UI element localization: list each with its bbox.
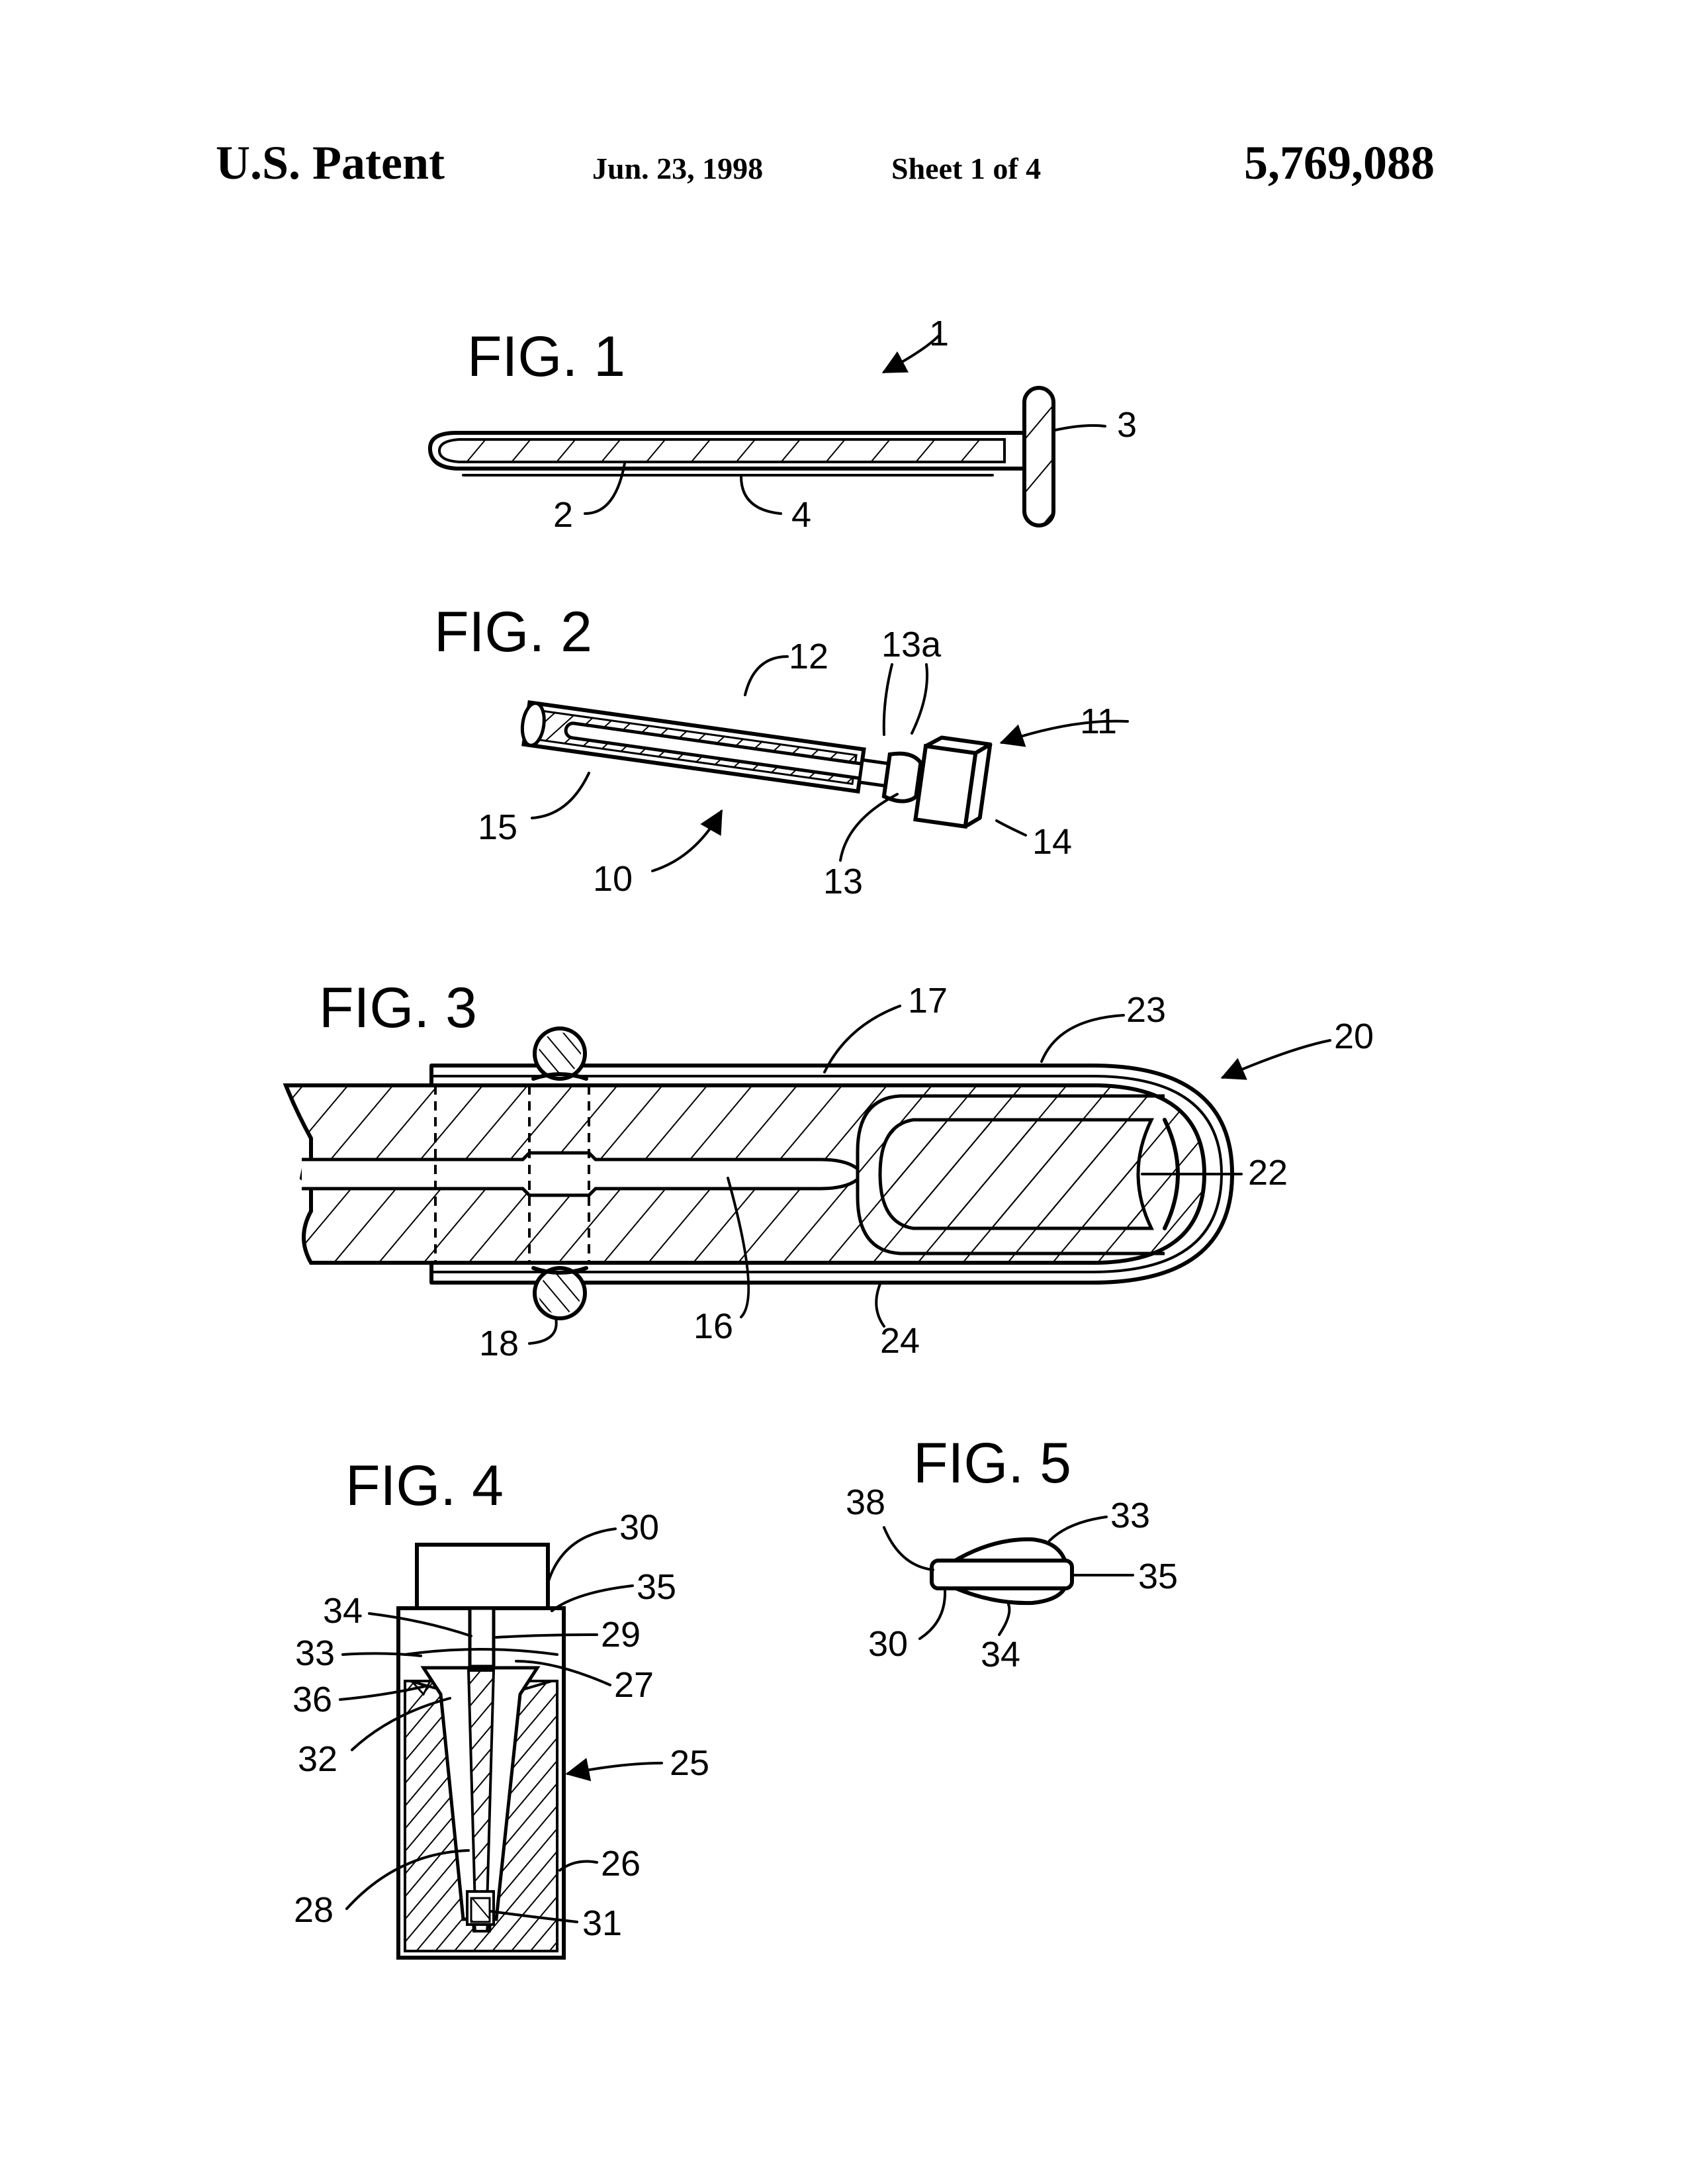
fig1-rod xyxy=(430,433,1024,475)
fig4-ref-34: 34 xyxy=(323,1591,363,1631)
fig3-o-ring-top xyxy=(533,1028,586,1079)
figure-2: FIG. 2 12 13a 11 14 13 15 xyxy=(434,600,1128,901)
fig4-ref-31: 31 xyxy=(582,1903,622,1943)
fig2-ref-12: 12 xyxy=(789,637,828,676)
fig3-central-bore xyxy=(302,1153,858,1195)
fig2-ref-15: 15 xyxy=(478,807,517,847)
figure-4: FIG. 4 30 35 xyxy=(292,1454,709,1958)
fig5-ref-35: 35 xyxy=(1138,1557,1178,1596)
fig4-ref-30: 30 xyxy=(619,1508,659,1547)
fig4-ref-29: 29 xyxy=(601,1615,641,1655)
fig3-ref-16: 16 xyxy=(693,1306,733,1346)
figure-5: FIG. 5 38 33 35 30 34 xyxy=(846,1432,1178,1674)
fig3-ref-22: 22 xyxy=(1248,1153,1288,1193)
fig4-ref-36: 36 xyxy=(292,1680,332,1719)
fig2-ref-14: 14 xyxy=(1032,822,1072,862)
fig3-ref-20: 20 xyxy=(1334,1017,1374,1056)
fig1-ref-2: 2 xyxy=(553,495,573,535)
fig2-body xyxy=(517,680,990,829)
fig2-ref-11: 11 xyxy=(1080,702,1117,741)
fig5-ref-34: 34 xyxy=(981,1635,1020,1674)
figure-1: FIG. 1 1 3 2 4 xyxy=(430,314,1137,535)
fig3-ref-23: 23 xyxy=(1126,990,1166,1030)
fig1-ref-3: 3 xyxy=(1117,405,1137,445)
fig3-ref-17: 17 xyxy=(908,981,948,1021)
fig1-ref-1: 1 xyxy=(929,314,949,353)
fig2-title: FIG. 2 xyxy=(434,600,592,664)
fig5-ref-38: 38 xyxy=(846,1482,885,1522)
fig3-o-ring-bottom xyxy=(533,1268,586,1318)
fig4-ref-25: 25 xyxy=(670,1743,709,1783)
figure-3: FIG. 3 xyxy=(286,976,1374,1363)
fig4-cap xyxy=(417,1545,548,1608)
fig3-title: FIG. 3 xyxy=(319,976,477,1040)
fig1-handle xyxy=(1024,388,1053,525)
fig5-disc xyxy=(932,1539,1072,1603)
fig2-ref-13a: 13a xyxy=(881,625,942,664)
fig3-ref-24: 24 xyxy=(880,1321,920,1361)
fig1-ref-4: 4 xyxy=(791,495,811,535)
fig4-ref-32: 32 xyxy=(298,1739,337,1779)
fig3-ref-18: 18 xyxy=(479,1324,519,1363)
fig5-title: FIG. 5 xyxy=(913,1432,1071,1495)
fig5-ref-33: 33 xyxy=(1110,1496,1150,1535)
fig4-ref-27: 27 xyxy=(614,1665,654,1705)
fig4-ref-35: 35 xyxy=(637,1567,676,1607)
fig4-ref-33: 33 xyxy=(295,1633,335,1673)
fig4-ref-26: 26 xyxy=(601,1844,641,1884)
fig2-ref-10: 10 xyxy=(593,859,633,899)
fig2-ref-13: 13 xyxy=(823,862,863,901)
fig5-ref-30: 30 xyxy=(868,1624,908,1664)
fig4-ref-28: 28 xyxy=(294,1890,334,1930)
fig4-title: FIG. 4 xyxy=(345,1454,504,1518)
fig1-title: FIG. 1 xyxy=(467,325,625,388)
